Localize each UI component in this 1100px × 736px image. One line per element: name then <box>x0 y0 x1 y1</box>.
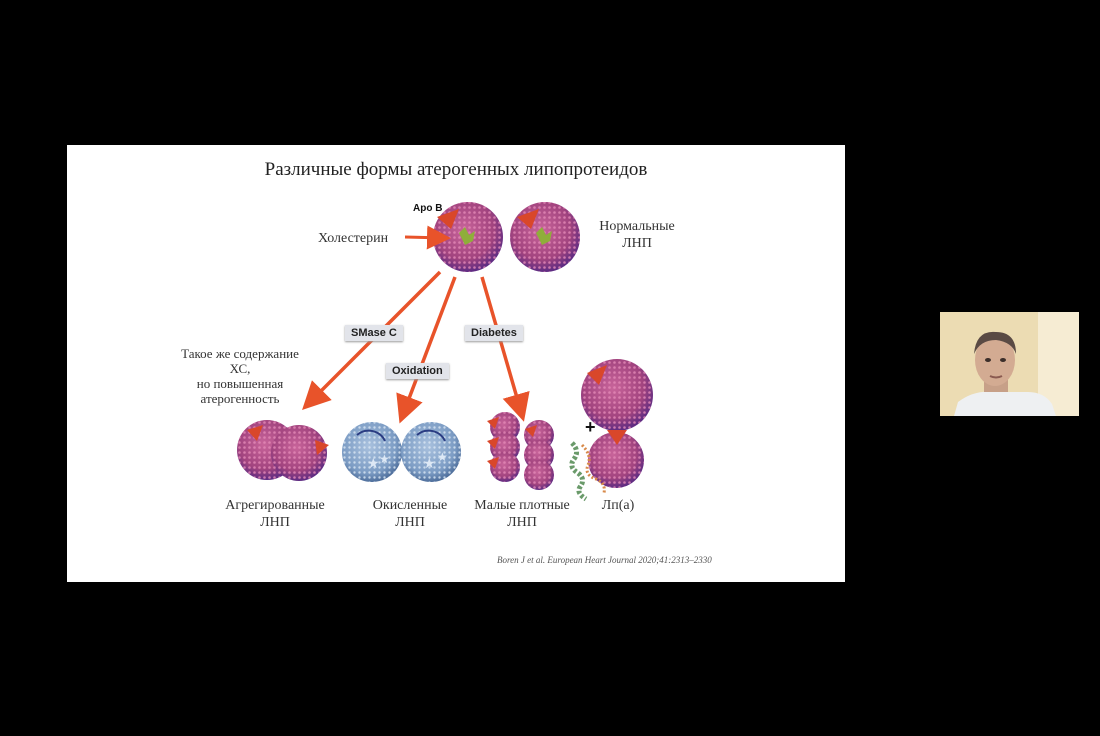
apo-b-label: Apo B <box>413 203 443 214</box>
svg-text:★: ★ <box>423 457 436 472</box>
smase-c-tag: SMase C <box>345 325 403 341</box>
oxidized-line2: ЛНП <box>395 515 425 530</box>
note-line2: ХС, <box>229 361 251 376</box>
webcam-video-tile[interactable] <box>940 312 1079 416</box>
note-line3: но повышенная <box>196 376 284 391</box>
cholesterol-pointer-arrow <box>404 225 451 250</box>
normal-ldl-label: Нормальные ЛНП <box>592 218 682 252</box>
oxidized-ldl-label: Окисленные ЛНП <box>350 497 470 531</box>
aggregated-line1: Агрегированные <box>225 498 325 513</box>
aggregated-ldl-label: Агрегированные ЛНП <box>215 497 335 531</box>
slide-title: Различные формы атерогенных липопротеидо… <box>264 159 648 180</box>
small-dense-line1: Малые плотные <box>474 498 570 513</box>
normal-ldl-line1: Нормальные <box>599 219 675 234</box>
svg-text:★: ★ <box>379 452 390 466</box>
citation: Boren J et al. European Heart Journal 20… <box>497 555 712 565</box>
presenter-video-frame <box>940 312 1079 416</box>
oxidized-line1: Окисленные <box>372 498 448 513</box>
svg-text:★: ★ <box>437 450 448 464</box>
arrow-to-oxidized <box>396 276 457 424</box>
small-dense-line2: ЛНП <box>507 515 537 530</box>
lpa-particles <box>569 359 653 502</box>
note-line4: атерогенность <box>200 391 280 406</box>
normal-ldl-particle-1 <box>433 202 503 272</box>
diabetes-tag: Diabetes <box>465 325 523 341</box>
svg-text:★: ★ <box>367 457 380 472</box>
atherogenicity-note: Такое же содержание ХС, но повышенная ат… <box>175 346 305 406</box>
oxidized-ldl-particles: ★ ★ ★ ★ <box>342 422 461 482</box>
plus-sign: + <box>585 417 596 437</box>
oxidation-tag: Oxidation <box>386 363 449 379</box>
lipoprotein-diagram: ★ ★ ★ ★ <box>237 202 653 502</box>
aggregated-ldl-particles <box>237 420 329 481</box>
normal-ldl-particle-2 <box>510 202 580 272</box>
note-line1: Такое же содержание <box>181 346 299 361</box>
presentation-slide: ★ ★ ★ ★ Различные формы ате <box>67 145 845 582</box>
lpa-label: Лп(а) <box>601 498 635 513</box>
cholesterol-label: Холестерин <box>318 231 389 246</box>
small-dense-ldl-particles <box>487 412 554 490</box>
aggregated-line2: ЛНП <box>260 515 290 530</box>
arrow-to-small-dense <box>480 276 530 422</box>
normal-ldl-line2: ЛНП <box>622 236 652 251</box>
small-dense-ldl-label: Малые плотные ЛНП <box>462 497 582 531</box>
